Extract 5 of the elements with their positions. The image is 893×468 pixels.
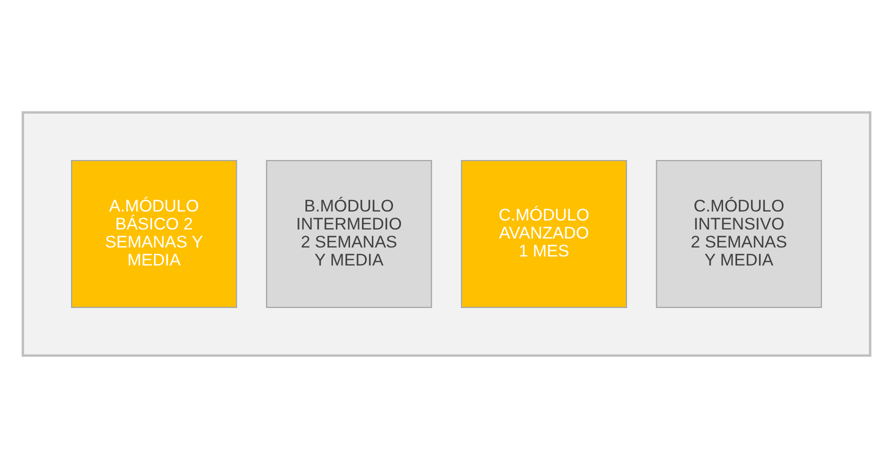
cluster — [22, 111, 872, 357]
node-box: C.MÓDULO INTENSIVO 2 SEMANAS Y MEDIA — [656, 160, 822, 308]
node-box: A.MÓDULO BÁSICO 2 SEMANAS Y MEDIA — [71, 160, 238, 308]
node-box: B.MÓDULO INTERMEDIO 2 SEMANAS Y MEDIA — [266, 160, 432, 308]
node-box: C.MÓDULO AVANZADO 1 MES — [460, 160, 628, 308]
